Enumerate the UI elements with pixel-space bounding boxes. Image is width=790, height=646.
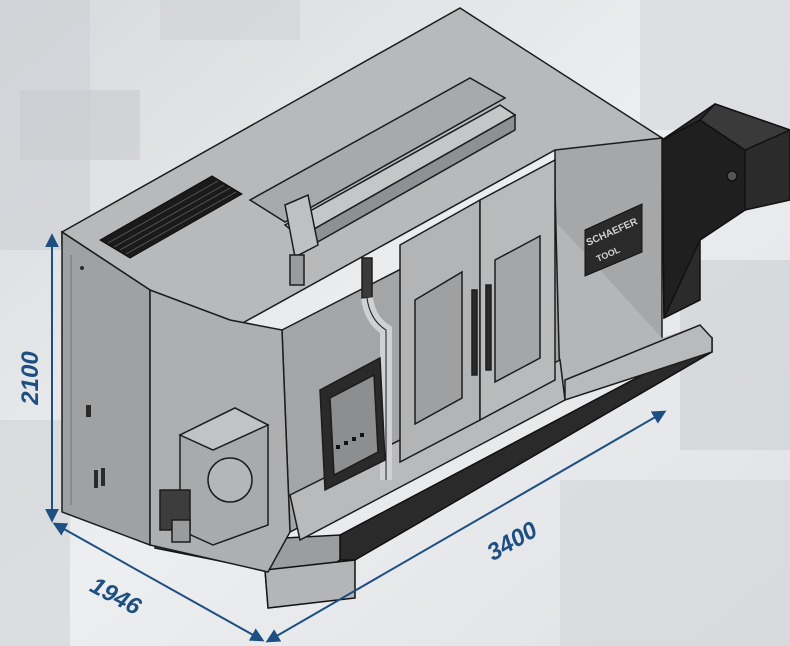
gantry-rail bbox=[283, 104, 517, 286]
chip-conveyor bbox=[661, 103, 790, 320]
door-handle-right bbox=[485, 284, 492, 371]
dimension-line-length bbox=[265, 410, 667, 643]
brand-logo: SCHAEFER TOOL bbox=[584, 203, 643, 277]
dimension-lines bbox=[45, 233, 667, 643]
left-panel-features bbox=[80, 266, 105, 488]
door-window-left bbox=[414, 270, 463, 426]
vent-grille bbox=[99, 175, 243, 259]
door-window-right bbox=[494, 234, 541, 384]
sliding-doors bbox=[399, 158, 556, 464]
dimension-height-label: 2100 bbox=[17, 351, 44, 406]
door-handle-left bbox=[471, 289, 478, 376]
signal-lamp bbox=[361, 257, 392, 480]
dimension-line-depth bbox=[52, 522, 265, 642]
